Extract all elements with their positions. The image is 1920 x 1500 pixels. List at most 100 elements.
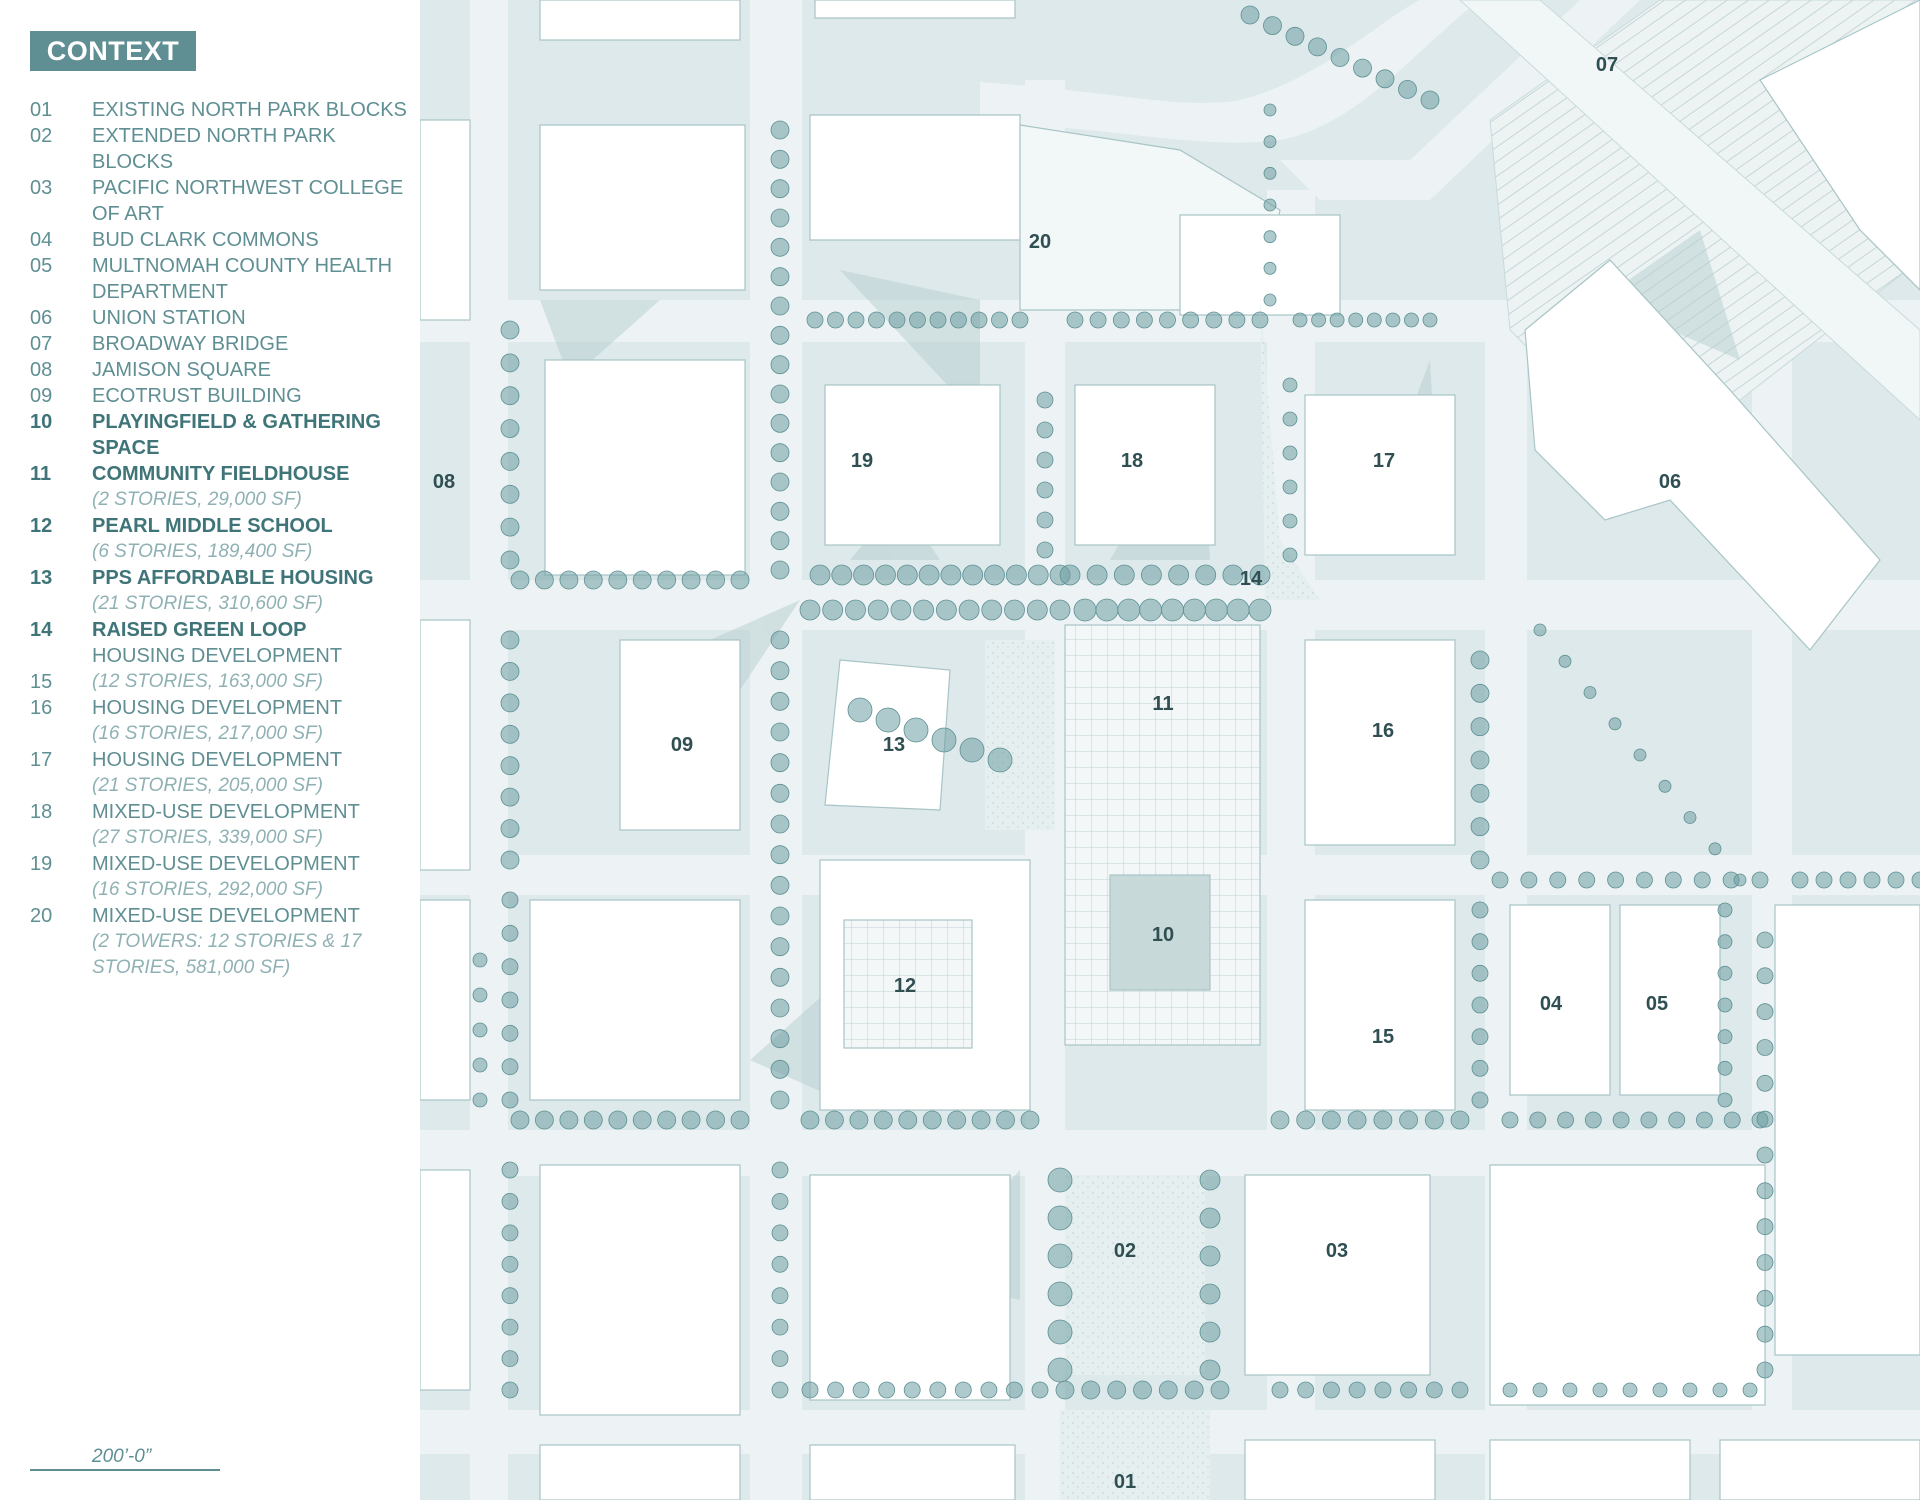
tree (1036, 511, 1054, 529)
legend-item-detail: (12 STORIES, 163,000 SF) (92, 671, 323, 692)
tree (1592, 1382, 1608, 1398)
tree (501, 1318, 519, 1336)
tree (1081, 1380, 1101, 1400)
tree (1199, 1321, 1221, 1343)
map-label-02: 02 (1114, 1240, 1136, 1262)
tree (681, 570, 701, 590)
tree (1658, 779, 1672, 793)
legend-item: 15(12 STORIES, 163,000 SF) (30, 669, 410, 695)
tree (1470, 717, 1490, 737)
tree (1708, 842, 1722, 856)
tree (903, 1381, 921, 1399)
tree (947, 1110, 967, 1130)
tree (1228, 311, 1246, 329)
tree (770, 875, 790, 895)
tree (1425, 1381, 1443, 1399)
tree (1420, 90, 1440, 110)
tree (1055, 1380, 1075, 1400)
tree (1136, 311, 1153, 329)
legend-item-number: 11 (30, 463, 52, 485)
tree (1089, 311, 1107, 329)
tree (1047, 1205, 1073, 1231)
tree (1184, 1380, 1204, 1400)
tree (472, 1092, 488, 1108)
map-label-19: 19 (851, 450, 873, 472)
tree (1839, 871, 1857, 889)
map-label-09: 09 (671, 734, 693, 756)
legend-item-body: HOUSING DEVELOPMENT(16 STORIES, 217,000 … (92, 695, 410, 747)
tree (1199, 1245, 1221, 1267)
legend-item-detail: (16 STORIES, 217,000 SF) (92, 723, 323, 744)
tree (1263, 103, 1277, 117)
tree (1470, 683, 1490, 703)
legend-item-body: MIXED-USE DEVELOPMENT(2 TOWERS: 12 STORI… (92, 903, 410, 981)
tree (500, 850, 520, 870)
tree (1139, 598, 1162, 622)
tree (608, 570, 628, 590)
legend-item-detail: (16 STORIES, 292,000 SF) (92, 879, 323, 900)
tree (1374, 1381, 1392, 1399)
tree (1612, 1111, 1630, 1129)
tree (1282, 479, 1298, 495)
map-label-01: 01 (1114, 1471, 1136, 1493)
tree (1717, 997, 1733, 1013)
tree (1263, 293, 1277, 307)
tree (888, 311, 906, 329)
tree (1353, 58, 1372, 78)
tree (1520, 871, 1538, 889)
tree (890, 599, 912, 621)
tree (770, 267, 790, 287)
tree (801, 1381, 819, 1399)
map-label-05: 05 (1646, 993, 1668, 1015)
map-label-08: 08 (433, 471, 455, 493)
tree (501, 991, 519, 1009)
legend-item-number: 17 (30, 749, 53, 771)
scale-label: 200’-0” (92, 1446, 152, 1467)
map-label-04: 04 (1540, 993, 1563, 1015)
tree (1607, 871, 1624, 889)
tree (1282, 445, 1298, 461)
tree (1400, 1381, 1417, 1399)
map-label-15: 15 (1372, 1026, 1394, 1048)
tree (1159, 311, 1176, 329)
tree (929, 311, 947, 329)
tree (1424, 1110, 1444, 1130)
legend-item-body: MULTNOMAH COUNTY HEALTH DEPARTMENT (92, 253, 410, 305)
tree (500, 320, 520, 340)
map-label-14: 14 (1240, 568, 1263, 590)
tree (1398, 80, 1417, 99)
tree (500, 451, 520, 471)
tree (1751, 871, 1769, 889)
tree (1036, 541, 1054, 559)
tree (980, 1381, 998, 1399)
tree (1113, 564, 1135, 586)
tree (500, 819, 520, 838)
tree (1027, 564, 1049, 586)
tree (1791, 871, 1809, 889)
legend-item-label: JAMISON SQUARE (92, 359, 271, 381)
legend-item-body: MIXED-USE DEVELOPMENT(27 STORIES, 339,00… (92, 799, 410, 851)
legend-item-number: 12 (30, 515, 53, 537)
tree (1491, 871, 1509, 889)
tree (770, 208, 790, 228)
tree (936, 599, 957, 621)
legend-item-body: BUD CLARK COMMONS (92, 227, 410, 253)
legend-item-detail: (2 STORIES, 29,000 SF) (92, 489, 302, 510)
tree (962, 564, 984, 586)
tree (896, 564, 918, 586)
tree (1682, 1382, 1698, 1398)
tree (1226, 598, 1250, 622)
legend-item-body: HOUSING DEVELOPMENT(21 STORIES, 205,000 … (92, 747, 410, 799)
tree (770, 967, 790, 987)
legend-item-number: 20 (30, 905, 53, 927)
map-label-16: 16 (1372, 720, 1394, 742)
legend-item-body: EXISTING NORTH PARK BLOCKS (92, 97, 410, 123)
tree (1296, 1110, 1316, 1130)
map-label-20: 20 (1029, 231, 1051, 253)
tree (984, 564, 1005, 586)
